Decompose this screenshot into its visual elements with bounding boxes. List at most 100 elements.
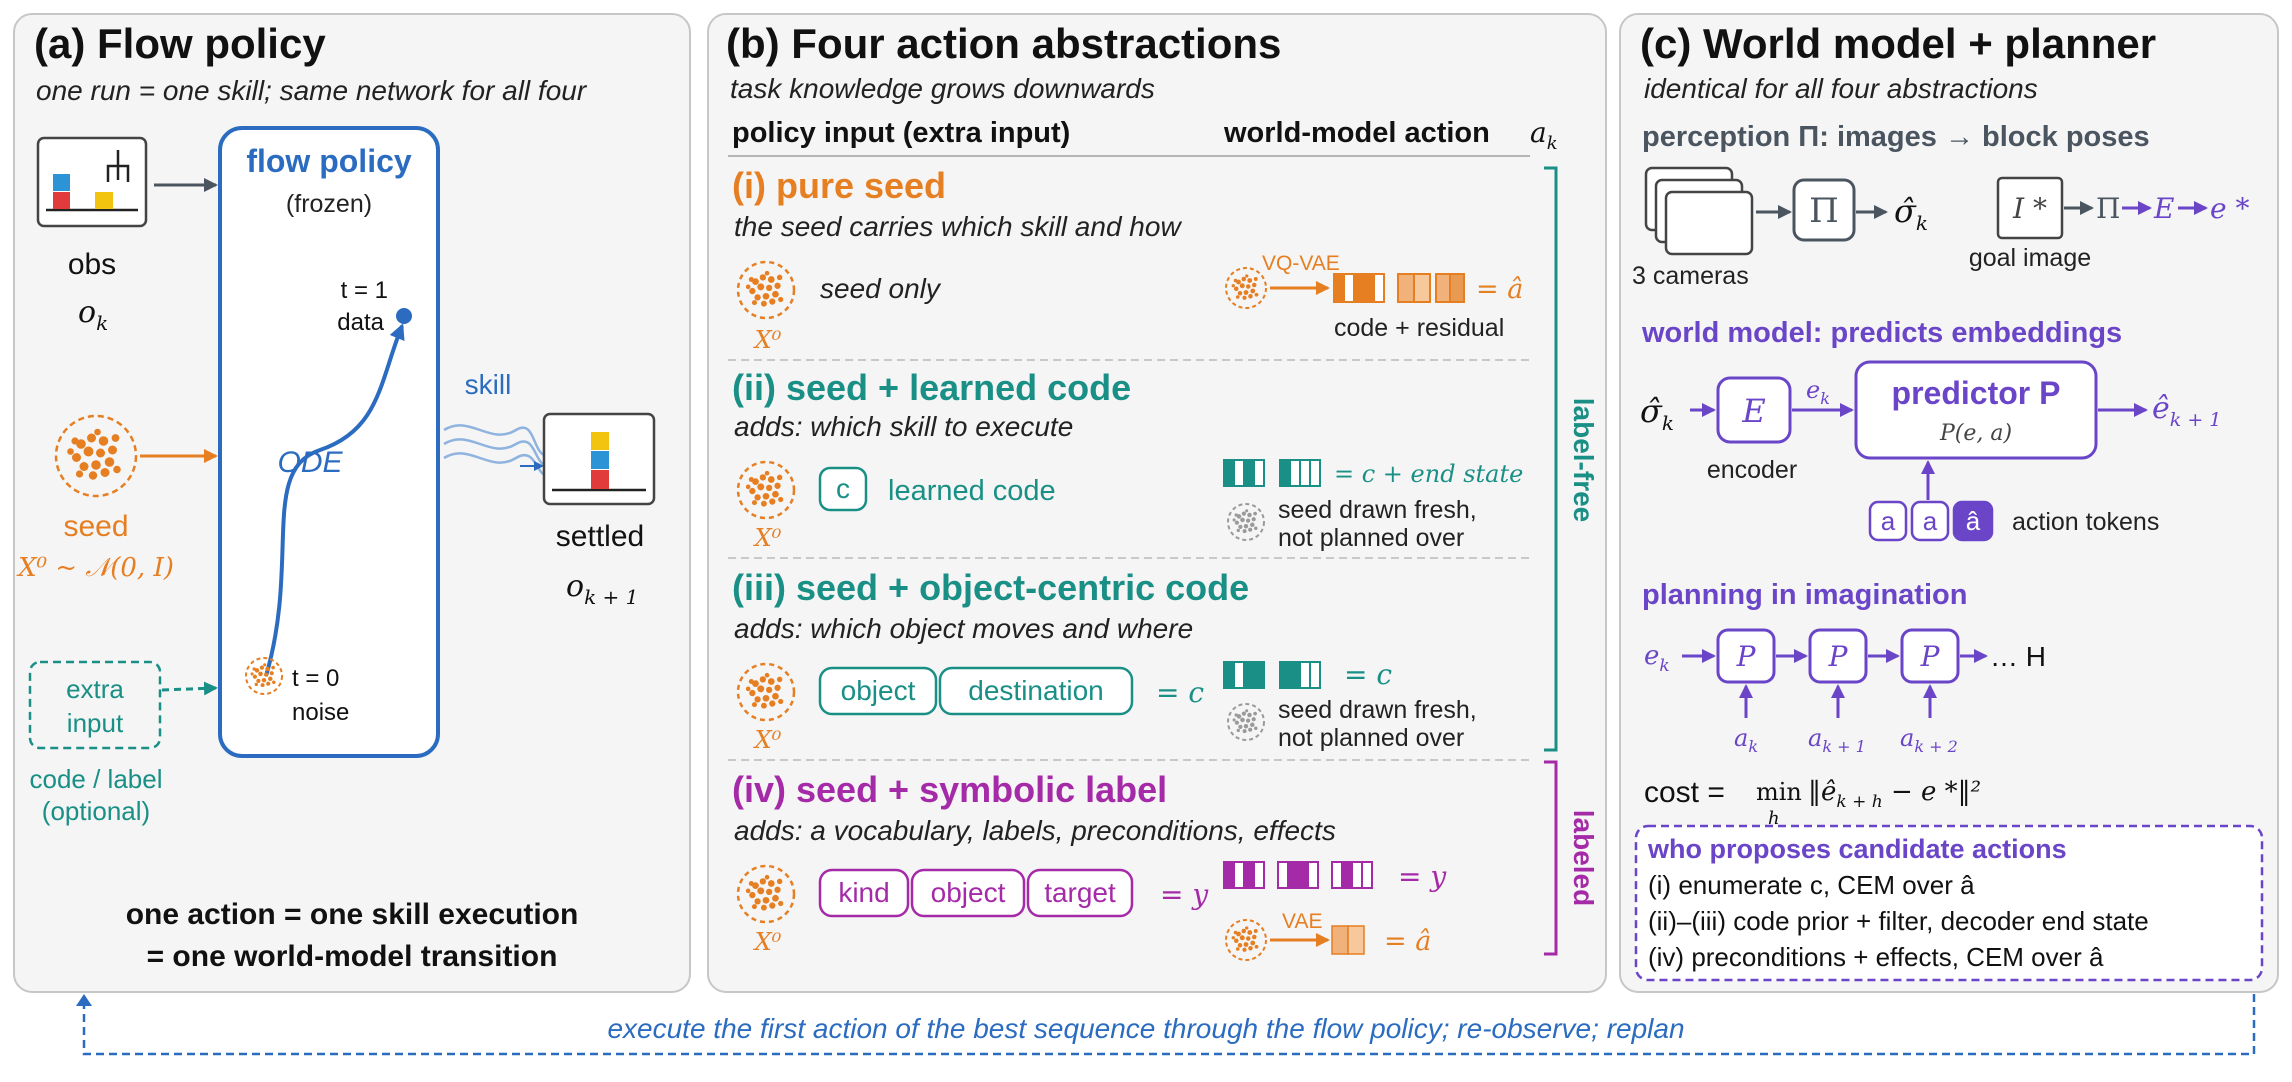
row-iv-code-bar-icon — [1223, 861, 1373, 889]
obs-scene-icon — [36, 136, 148, 228]
row-iv-chip-kind-label: kind — [838, 877, 889, 908]
row-iii-chip-object-label: object — [841, 675, 916, 706]
goal-symbol: I * — [2012, 192, 2047, 225]
panel-c: (c) World model + planner identical for … — [1619, 13, 2279, 993]
plan-ek: ek — [1644, 641, 1670, 676]
row-iv: (iv) seed + symbolic label adds: a vocab… — [732, 769, 1447, 961]
row-iv-seed-icon — [736, 864, 796, 924]
ehat-next: êk + 1 — [2152, 391, 2221, 431]
cost-label: cost = — [1644, 776, 1725, 809]
row-iv-encoder-label: VAE — [1282, 910, 1322, 933]
chain-p3 — [1900, 628, 1960, 684]
row-iii-note-line1: seed drawn fresh, — [1278, 696, 1477, 724]
row-ii-seed-symbol: X⁰ — [753, 524, 782, 552]
row-iv-chip-object-label: object — [931, 877, 1006, 908]
row-iv-chip-object — [910, 868, 1026, 918]
wm-heading: world model: predicts embeddings — [1641, 317, 2122, 349]
row-iii-title: (iii) seed + object-centric code — [732, 567, 1249, 608]
row-ii-desc: adds: which skill to execute — [734, 411, 1073, 442]
wm-ek: ek — [1806, 376, 1830, 408]
row-ii: (ii) seed + learned code adds: which ski… — [728, 367, 1530, 559]
predictor-title: predictor P — [1892, 375, 2061, 411]
row-ii-note-line1: seed drawn fresh, — [1278, 496, 1477, 524]
pi-symbol: Π — [1809, 191, 1839, 231]
extra-caption-line1: code / label — [30, 764, 163, 794]
obs-symbol: ok — [78, 295, 108, 335]
goal-image-icon — [1996, 176, 2064, 240]
row-iii: (iii) seed + object-centric code adds: w… — [728, 567, 1530, 761]
noise-start-icon — [245, 657, 283, 695]
row-iii-chip-destination — [938, 666, 1134, 716]
proposer-line-1: (i) enumerate c, CEM over â — [1648, 870, 1975, 900]
panel-b-subtitle: task knowledge grows downwards — [730, 73, 1155, 104]
row-iv-desc: adds: a vocabulary, labels, precondition… — [734, 815, 1336, 846]
chain-ak1: ak + 1 — [1808, 724, 1866, 756]
row-iii-input-eq: = c — [1156, 676, 1204, 709]
row-i: (i) pure seed the seed carries which ski… — [728, 165, 1530, 361]
col-policy-header: policy input (extra input) — [732, 117, 1070, 149]
chain-p1 — [1716, 628, 1776, 684]
seed-label: seed — [63, 510, 128, 543]
row-ii-input-text: learned code — [888, 475, 1056, 507]
t1-line2: data — [337, 309, 384, 336]
row-ii-fresh-seed-icon — [1227, 503, 1265, 541]
row-iv-residual-bar-icon — [1331, 925, 1365, 955]
flow-policy-box — [218, 126, 440, 758]
t0-line2: noise — [292, 699, 349, 726]
row-ii-note-line2: not planned over — [1278, 524, 1464, 552]
row-i-title: (i) pure seed — [732, 165, 946, 206]
bracket-label-free — [1544, 166, 1558, 752]
extra-input-line2: input — [67, 708, 124, 738]
sigma-hat: σ̂k — [1894, 192, 1928, 235]
flow-policy-subtitle: (frozen) — [286, 190, 372, 218]
token-a1-label: a — [1881, 506, 1896, 536]
seed-noise-icon — [54, 414, 138, 498]
row-iv-seed-symbol: X⁰ — [753, 928, 782, 956]
chain-ak2: ak + 2 — [1900, 724, 1958, 756]
panel-a-footer-line1: one action = one skill execution — [126, 898, 579, 931]
cost-min: min — [1756, 778, 1802, 806]
proposer-box — [1634, 824, 2264, 982]
ode-trajectory — [264, 323, 405, 677]
row-ii-chip-label: c — [836, 473, 850, 504]
flow-policy-title: flow policy — [246, 143, 412, 179]
t1-line1: t = 1 — [341, 277, 388, 304]
row-iii-seed-symbol: X⁰ — [753, 726, 782, 754]
panel-a-subtitle: one run = one skill; same network for al… — [36, 75, 588, 106]
chain-ak: ak — [1734, 724, 1758, 756]
panel-c-frame — [1619, 13, 2279, 993]
chain-end: … H — [1990, 641, 2046, 672]
row-i-action-eq: = â — [1476, 274, 1523, 305]
predictor-formula: P(e, a) — [1939, 421, 2012, 446]
token-ahat — [1952, 500, 1994, 542]
panel-b: (b) Four action abstractions task knowle… — [707, 13, 1607, 993]
tokens-label: action tokens — [2012, 508, 2159, 536]
goal-e: E — [2153, 192, 2174, 225]
row-i-action-note: code + residual — [1334, 314, 1504, 342]
token-a2-label: a — [1923, 506, 1938, 536]
cost-expr: ‖êk + h − e *‖² — [1808, 777, 1981, 812]
seed-formula: X⁰ ~ 𝒩(0, I) — [16, 553, 174, 583]
col-action-header: world-model action — [1223, 117, 1490, 149]
encoder-symbol: E — [1741, 392, 1765, 430]
panel-b-title: (b) Four action abstractions — [726, 20, 1281, 67]
col-action-symbol: ak — [1530, 116, 1558, 154]
goal-estar: e * — [2210, 192, 2249, 225]
replan-loop-text: execute the first action of the best seq… — [607, 1013, 1684, 1044]
row-i-encoder-label: VQ-VAE — [1262, 252, 1340, 275]
proposer-line-2: (ii)–(iii) code prior + filter, decoder … — [1648, 906, 2149, 936]
predictor-box — [1854, 360, 2098, 460]
perception-heading: perception Π: images → block poses — [1642, 121, 2150, 153]
settled-scene-icon — [542, 412, 656, 506]
camera-icon — [1644, 166, 1754, 256]
row-iv-chip-target — [1026, 868, 1134, 918]
token-a1 — [1868, 500, 1908, 542]
ode-label: ODE — [277, 446, 343, 479]
row-ii-seed-icon — [736, 460, 796, 520]
cost-h: h — [1768, 808, 1780, 829]
planning-heading: planning in imagination — [1642, 579, 1967, 611]
extra-caption-line2: (optional) — [42, 796, 150, 826]
token-a2 — [1910, 500, 1950, 542]
panel-c-title: (c) World model + planner — [1640, 20, 2156, 67]
row-iv-title: (iv) seed + symbolic label — [732, 769, 1167, 810]
